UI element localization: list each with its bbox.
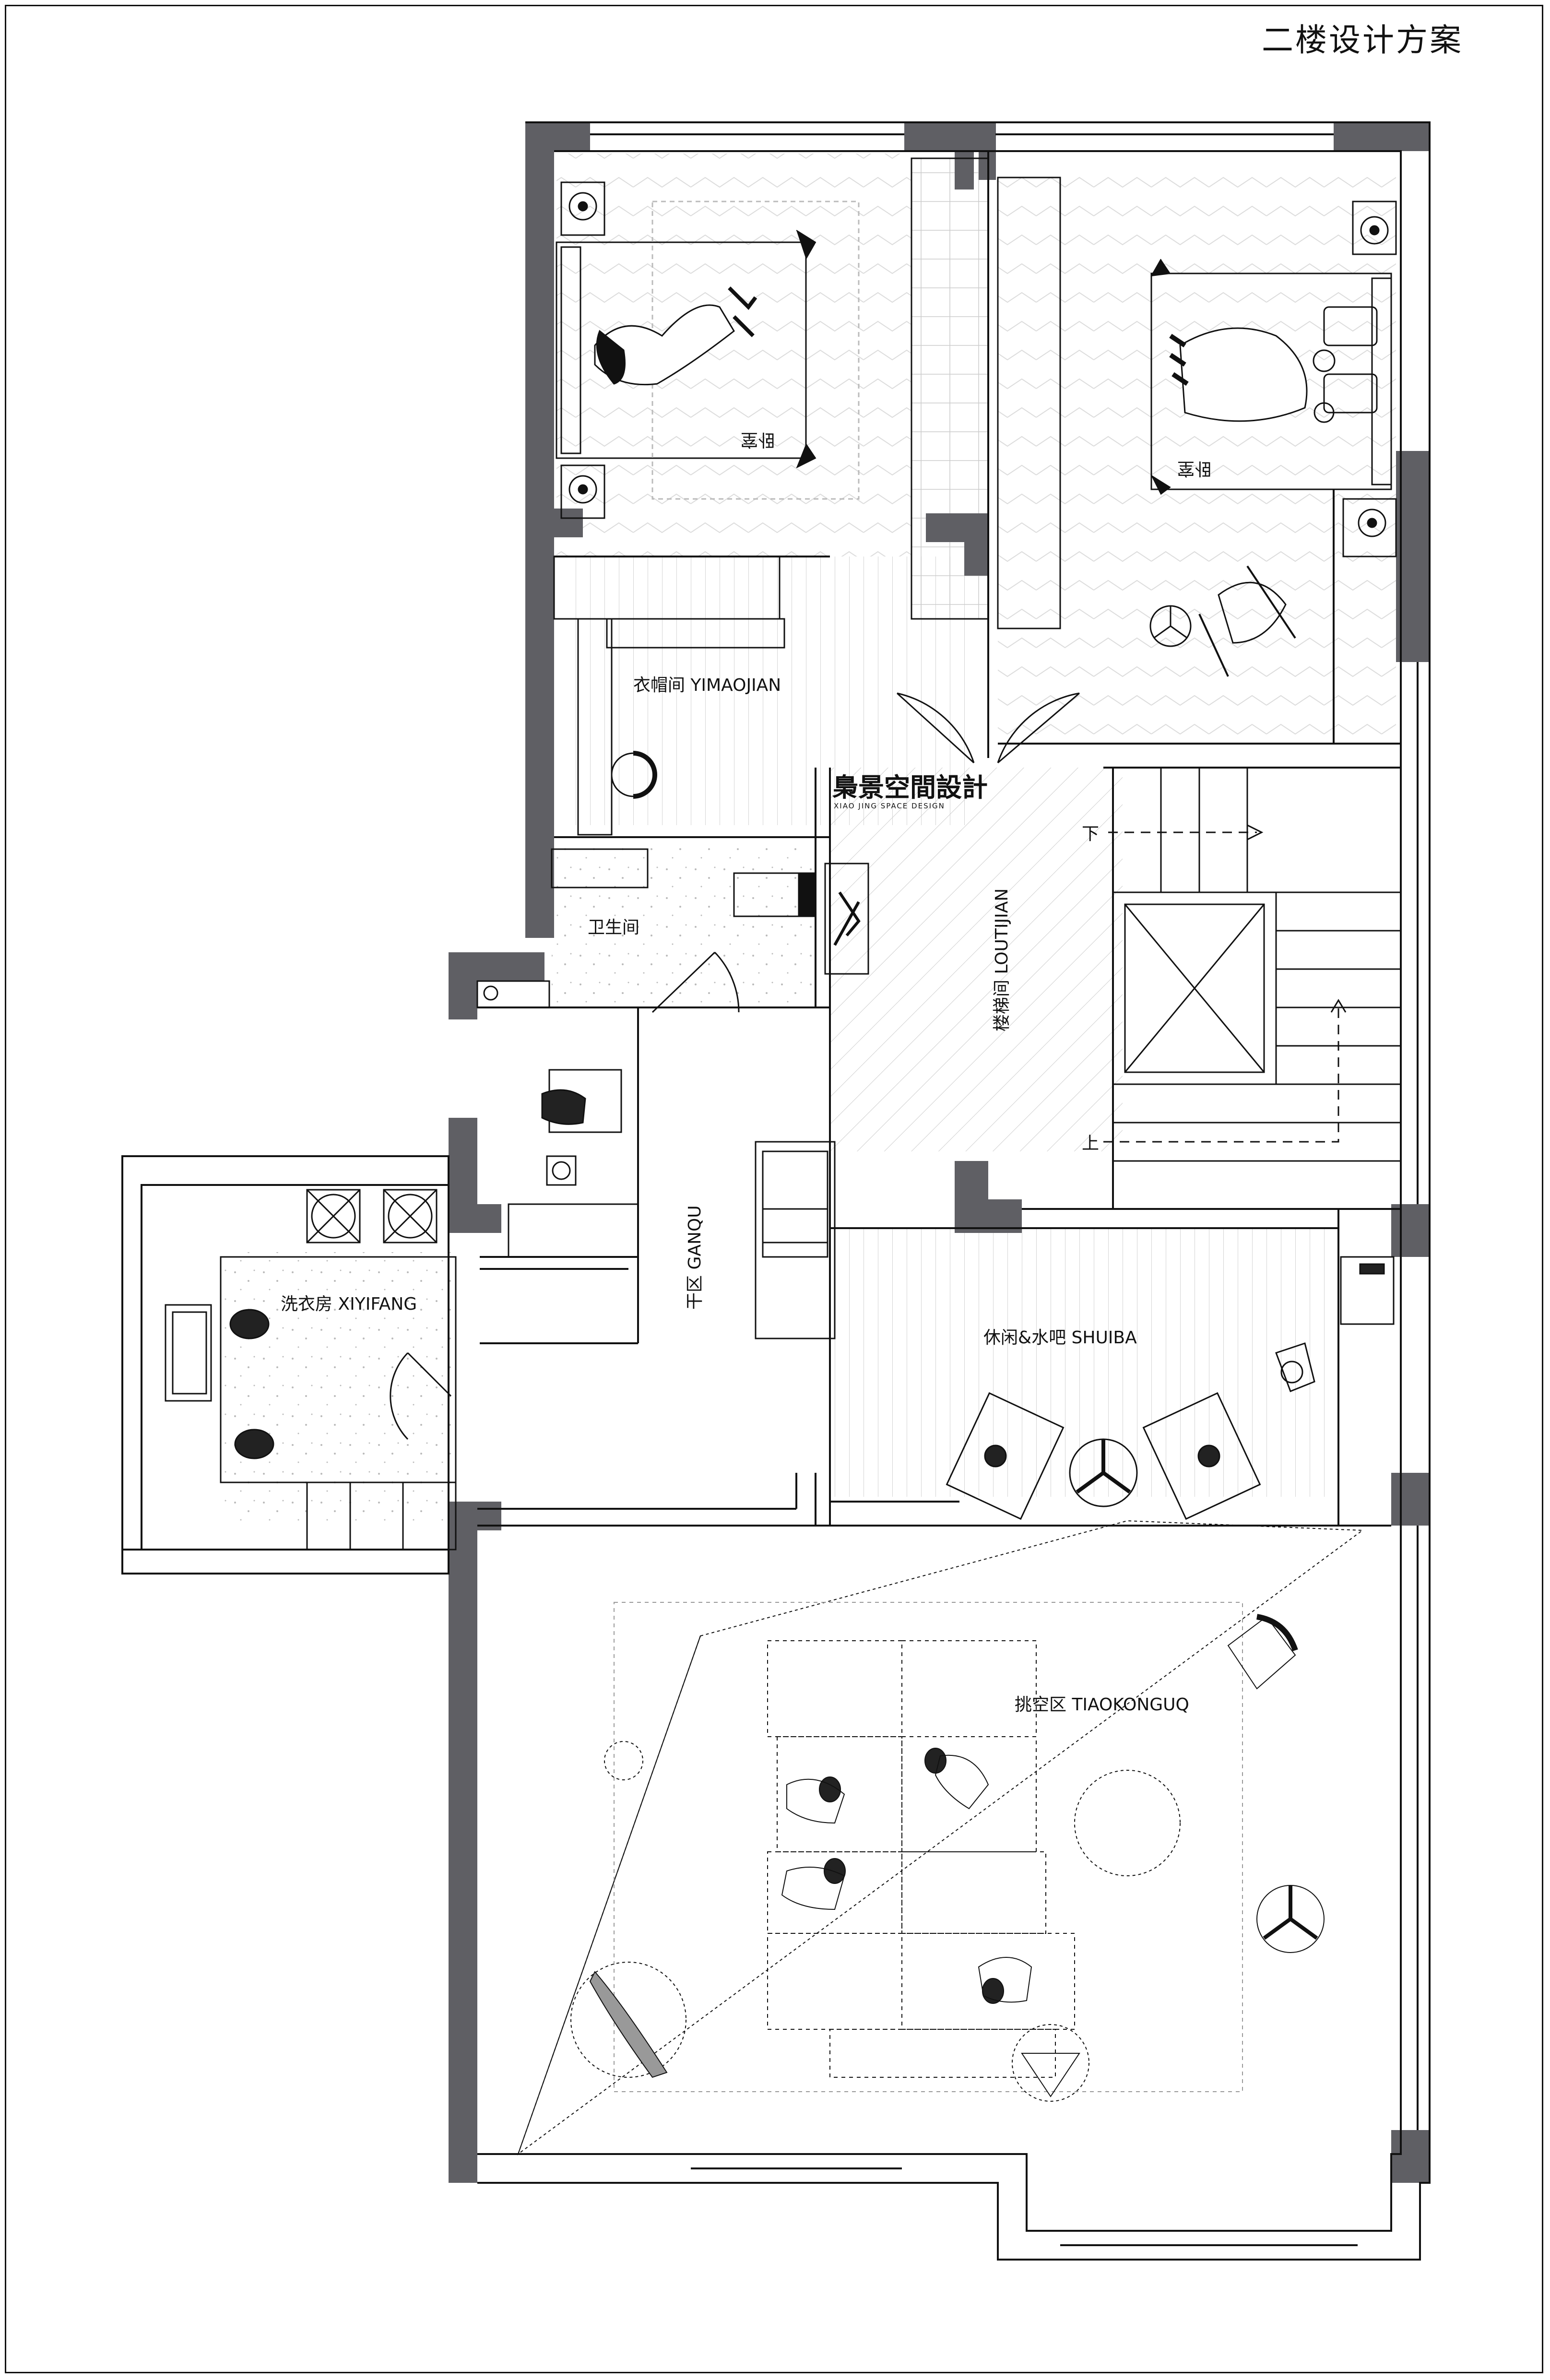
label-laundry: 洗衣房 XIYIFANG: [281, 1294, 417, 1314]
stair-down-marker: 下: [1082, 824, 1099, 844]
label-bedroom-right: 卧室: [1177, 459, 1212, 478]
drawing-frame: [5, 5, 1543, 2373]
studio-logo: 梟景空間設計 XIAO JING SPACE DESIGN: [832, 772, 988, 810]
bathroom-fixtures: [476, 848, 869, 1008]
dry-zone-fixtures: [508, 1069, 836, 1339]
label-bathroom: 卫生间: [588, 918, 639, 937]
bar-furniture: [946, 1256, 1395, 1520]
cloakroom-fixtures: [553, 556, 785, 836]
right-bedroom-furniture: [911, 157, 1397, 677]
label-bar: 休闲&水吧 SHUIBA: [983, 1328, 1137, 1348]
plan-title: 二楼设计方案: [1262, 22, 1463, 59]
label-stairwell: 楼梯间 LOUTIJIAN: [992, 888, 1012, 1031]
label-cloakroom: 衣帽间 YIMAOJIAN: [633, 675, 781, 695]
stair-up-marker: 上: [1082, 1134, 1099, 1153]
doors: [390, 692, 1080, 1440]
walls: [449, 122, 1430, 2183]
laundry-fixtures: [165, 1189, 457, 1551]
staircase: [1103, 768, 1401, 1162]
logo-wordmark: 梟景空間設計: [832, 772, 988, 803]
label-void: 挑空区 TIAOKONGUQ: [1015, 1695, 1189, 1715]
void-area: [517, 1520, 1364, 2155]
room-labels: 卧室 卧室 衣帽间 YIMAOJIAN 卫生间 楼梯间 LOUTIJIAN 干区…: [281, 430, 1212, 1715]
label-bedroom-left: 卧室: [741, 430, 775, 450]
logo-tagline: XIAO JING SPACE DESIGN: [834, 802, 945, 810]
floor-finishes: [221, 154, 1396, 1521]
left-bedroom-furniture: [556, 181, 860, 519]
label-dry-zone: 干区 GANQU: [685, 1205, 705, 1310]
